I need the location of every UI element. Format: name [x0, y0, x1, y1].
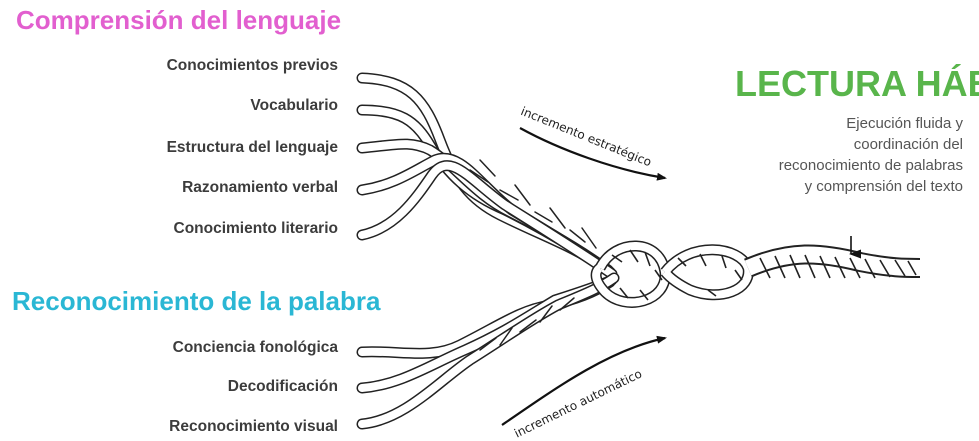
- language-strands-group: [362, 78, 612, 274]
- automatic-increase-arrow: [502, 338, 665, 425]
- braided-rope: [596, 246, 920, 302]
